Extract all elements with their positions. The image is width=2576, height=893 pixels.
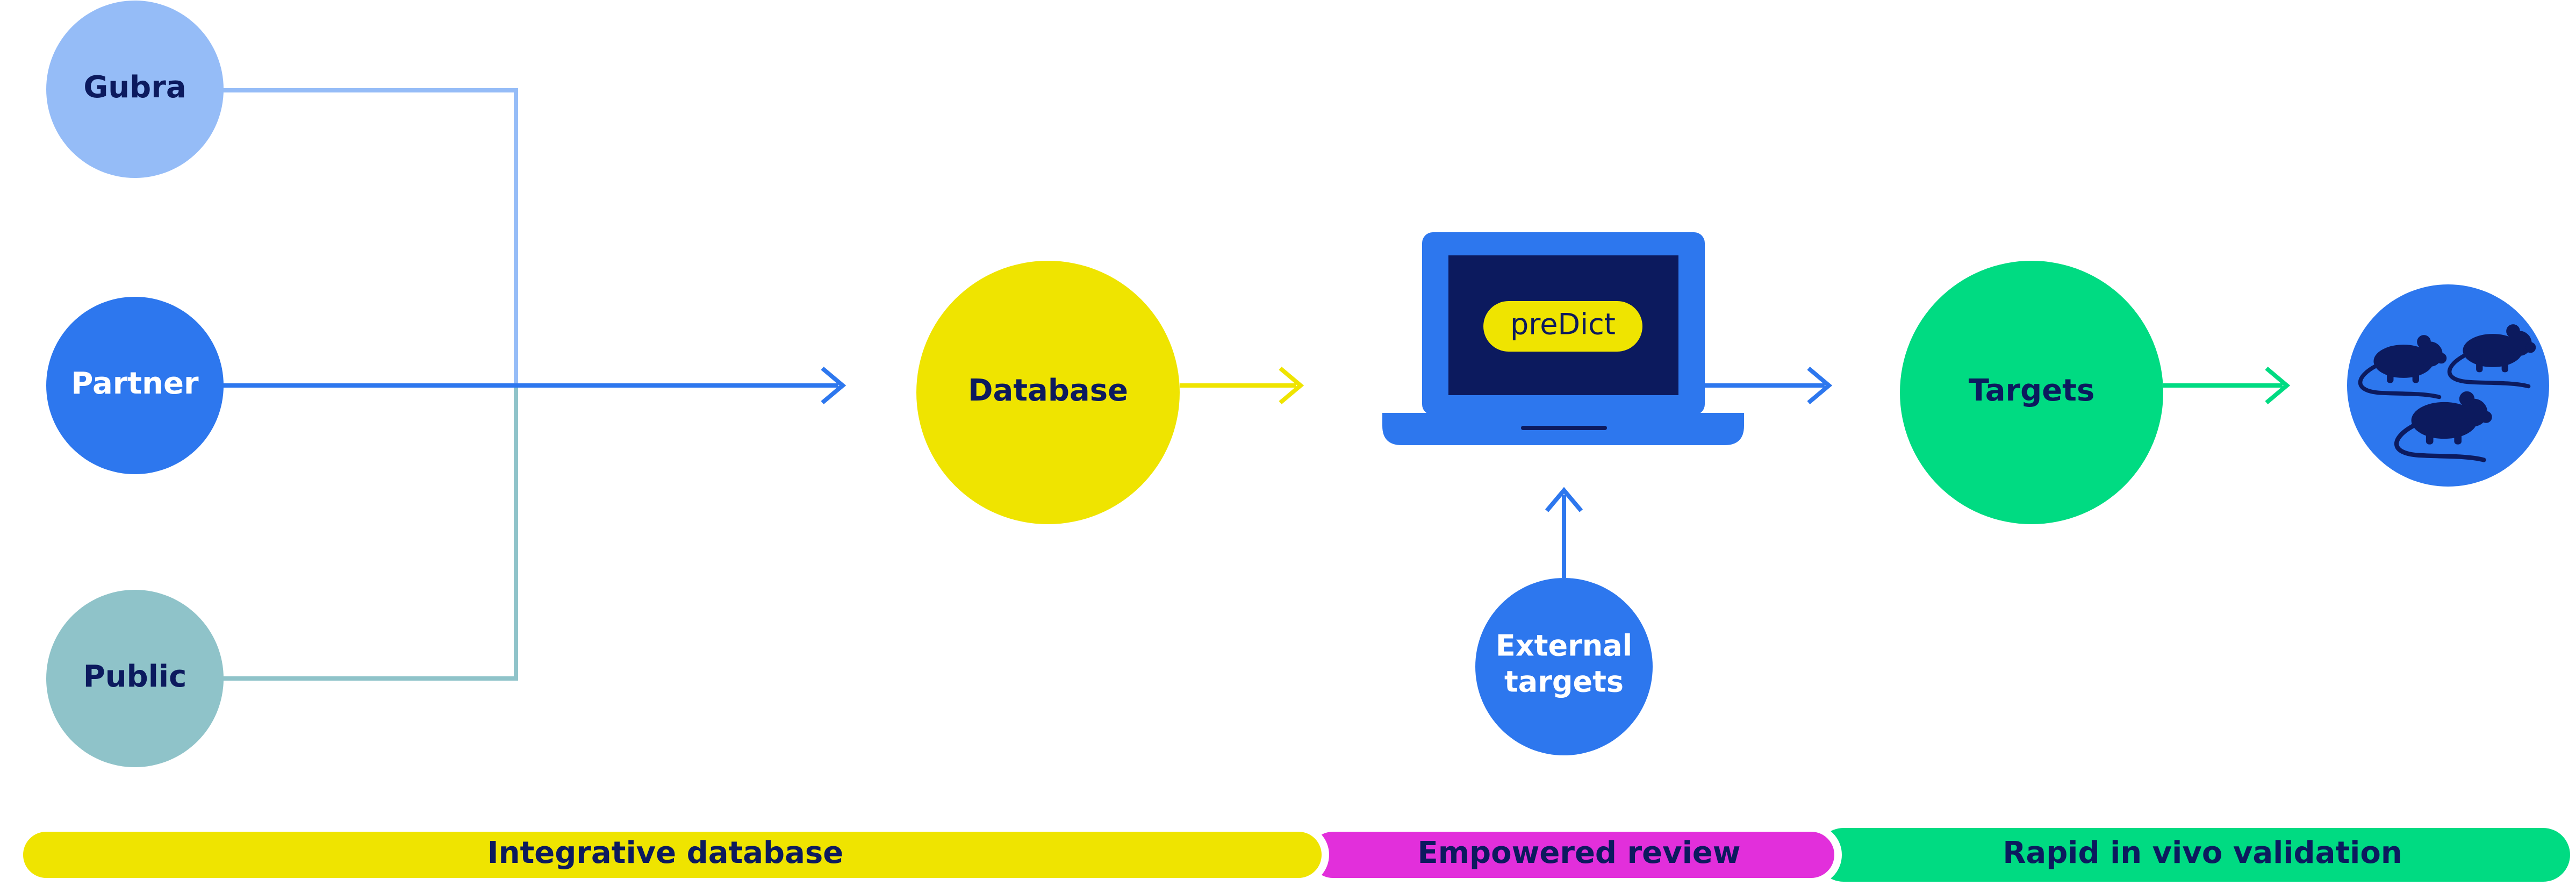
database-node: Database bbox=[916, 261, 1180, 524]
external-label-line2: targets bbox=[1504, 665, 1624, 699]
public-node: Public bbox=[46, 590, 224, 767]
external-label-line1: External bbox=[1496, 629, 1632, 663]
public-connector bbox=[220, 387, 518, 681]
source-connectors bbox=[220, 88, 846, 681]
stage-integrative-label: Integrative database bbox=[487, 835, 844, 870]
gubra-connector bbox=[220, 88, 518, 387]
targets-node: Targets bbox=[1900, 261, 2163, 524]
partner-node: Partner bbox=[46, 297, 224, 474]
public-label: Public bbox=[83, 659, 187, 694]
gubra-label: Gubra bbox=[83, 70, 186, 105]
predict-to-targets-arrow bbox=[1704, 366, 1833, 405]
stage-validation: Rapid in vivo validation bbox=[1817, 828, 2570, 882]
partner-label: Partner bbox=[71, 366, 199, 401]
mice-node bbox=[2347, 284, 2549, 487]
stage-review: Empowered review bbox=[1302, 824, 1842, 885]
stage-validation-label: Rapid in vivo validation bbox=[2003, 835, 2402, 870]
targets-label: Targets bbox=[1969, 373, 2095, 408]
external-targets-node: External targets bbox=[1475, 578, 1653, 755]
predict-badge: preDict bbox=[1483, 301, 1642, 352]
external-to-predict-arrow bbox=[1545, 487, 1583, 578]
laptop-icon: preDict bbox=[1382, 232, 1744, 445]
database-label: Database bbox=[968, 373, 1128, 408]
gubra-node: Gubra bbox=[46, 1, 224, 178]
targets-to-validation-arrow bbox=[2163, 366, 2291, 405]
stage-bars: Rapid in vivo validation Empowered revie… bbox=[16, 824, 2570, 885]
stage-review-label: Empowered review bbox=[1417, 835, 1740, 870]
stage-integrative: Integrative database bbox=[16, 824, 1329, 885]
partner-arrowhead bbox=[821, 366, 846, 405]
database-to-predict-arrow bbox=[1180, 366, 1304, 405]
predict-label: preDict bbox=[1510, 308, 1616, 341]
